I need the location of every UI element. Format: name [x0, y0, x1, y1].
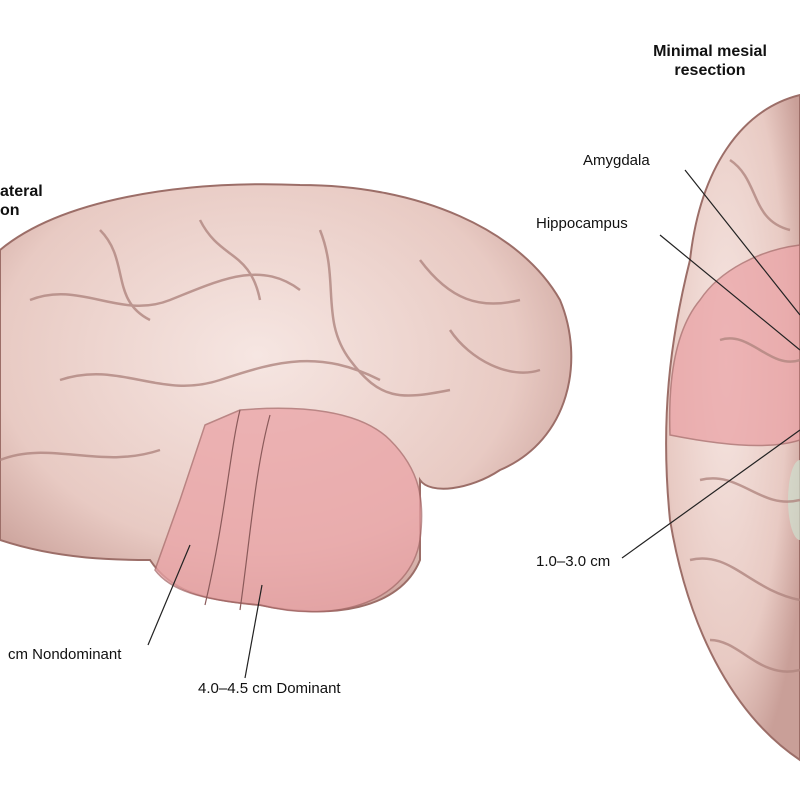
- amygdala-label: Amygdala: [583, 152, 650, 169]
- leader-lines: [147, 169, 800, 679]
- title-line: ateral: [0, 183, 43, 200]
- lateral-brain-view: [0, 183, 573, 613]
- mesial-resection-title: Minimal mesial resection: [625, 42, 795, 80]
- mesial-depth-label: 1.0–3.0 cm: [536, 553, 611, 570]
- title-line: Minimal mesial: [653, 43, 767, 60]
- mesial-brain-view: [665, 93, 800, 762]
- mesial-resection-region: [668, 244, 800, 447]
- nondominant-label: cm Nondominant: [8, 646, 122, 663]
- lateral-resection-region: [154, 407, 423, 613]
- hippocampus-label: Hippocampus: [536, 215, 628, 232]
- dominant-label: 4.0–4.5 cm Dominant: [198, 680, 341, 697]
- title-line: on: [0, 202, 20, 219]
- title-line: resection: [674, 62, 746, 79]
- lateral-resection-title: ateral on: [0, 182, 43, 220]
